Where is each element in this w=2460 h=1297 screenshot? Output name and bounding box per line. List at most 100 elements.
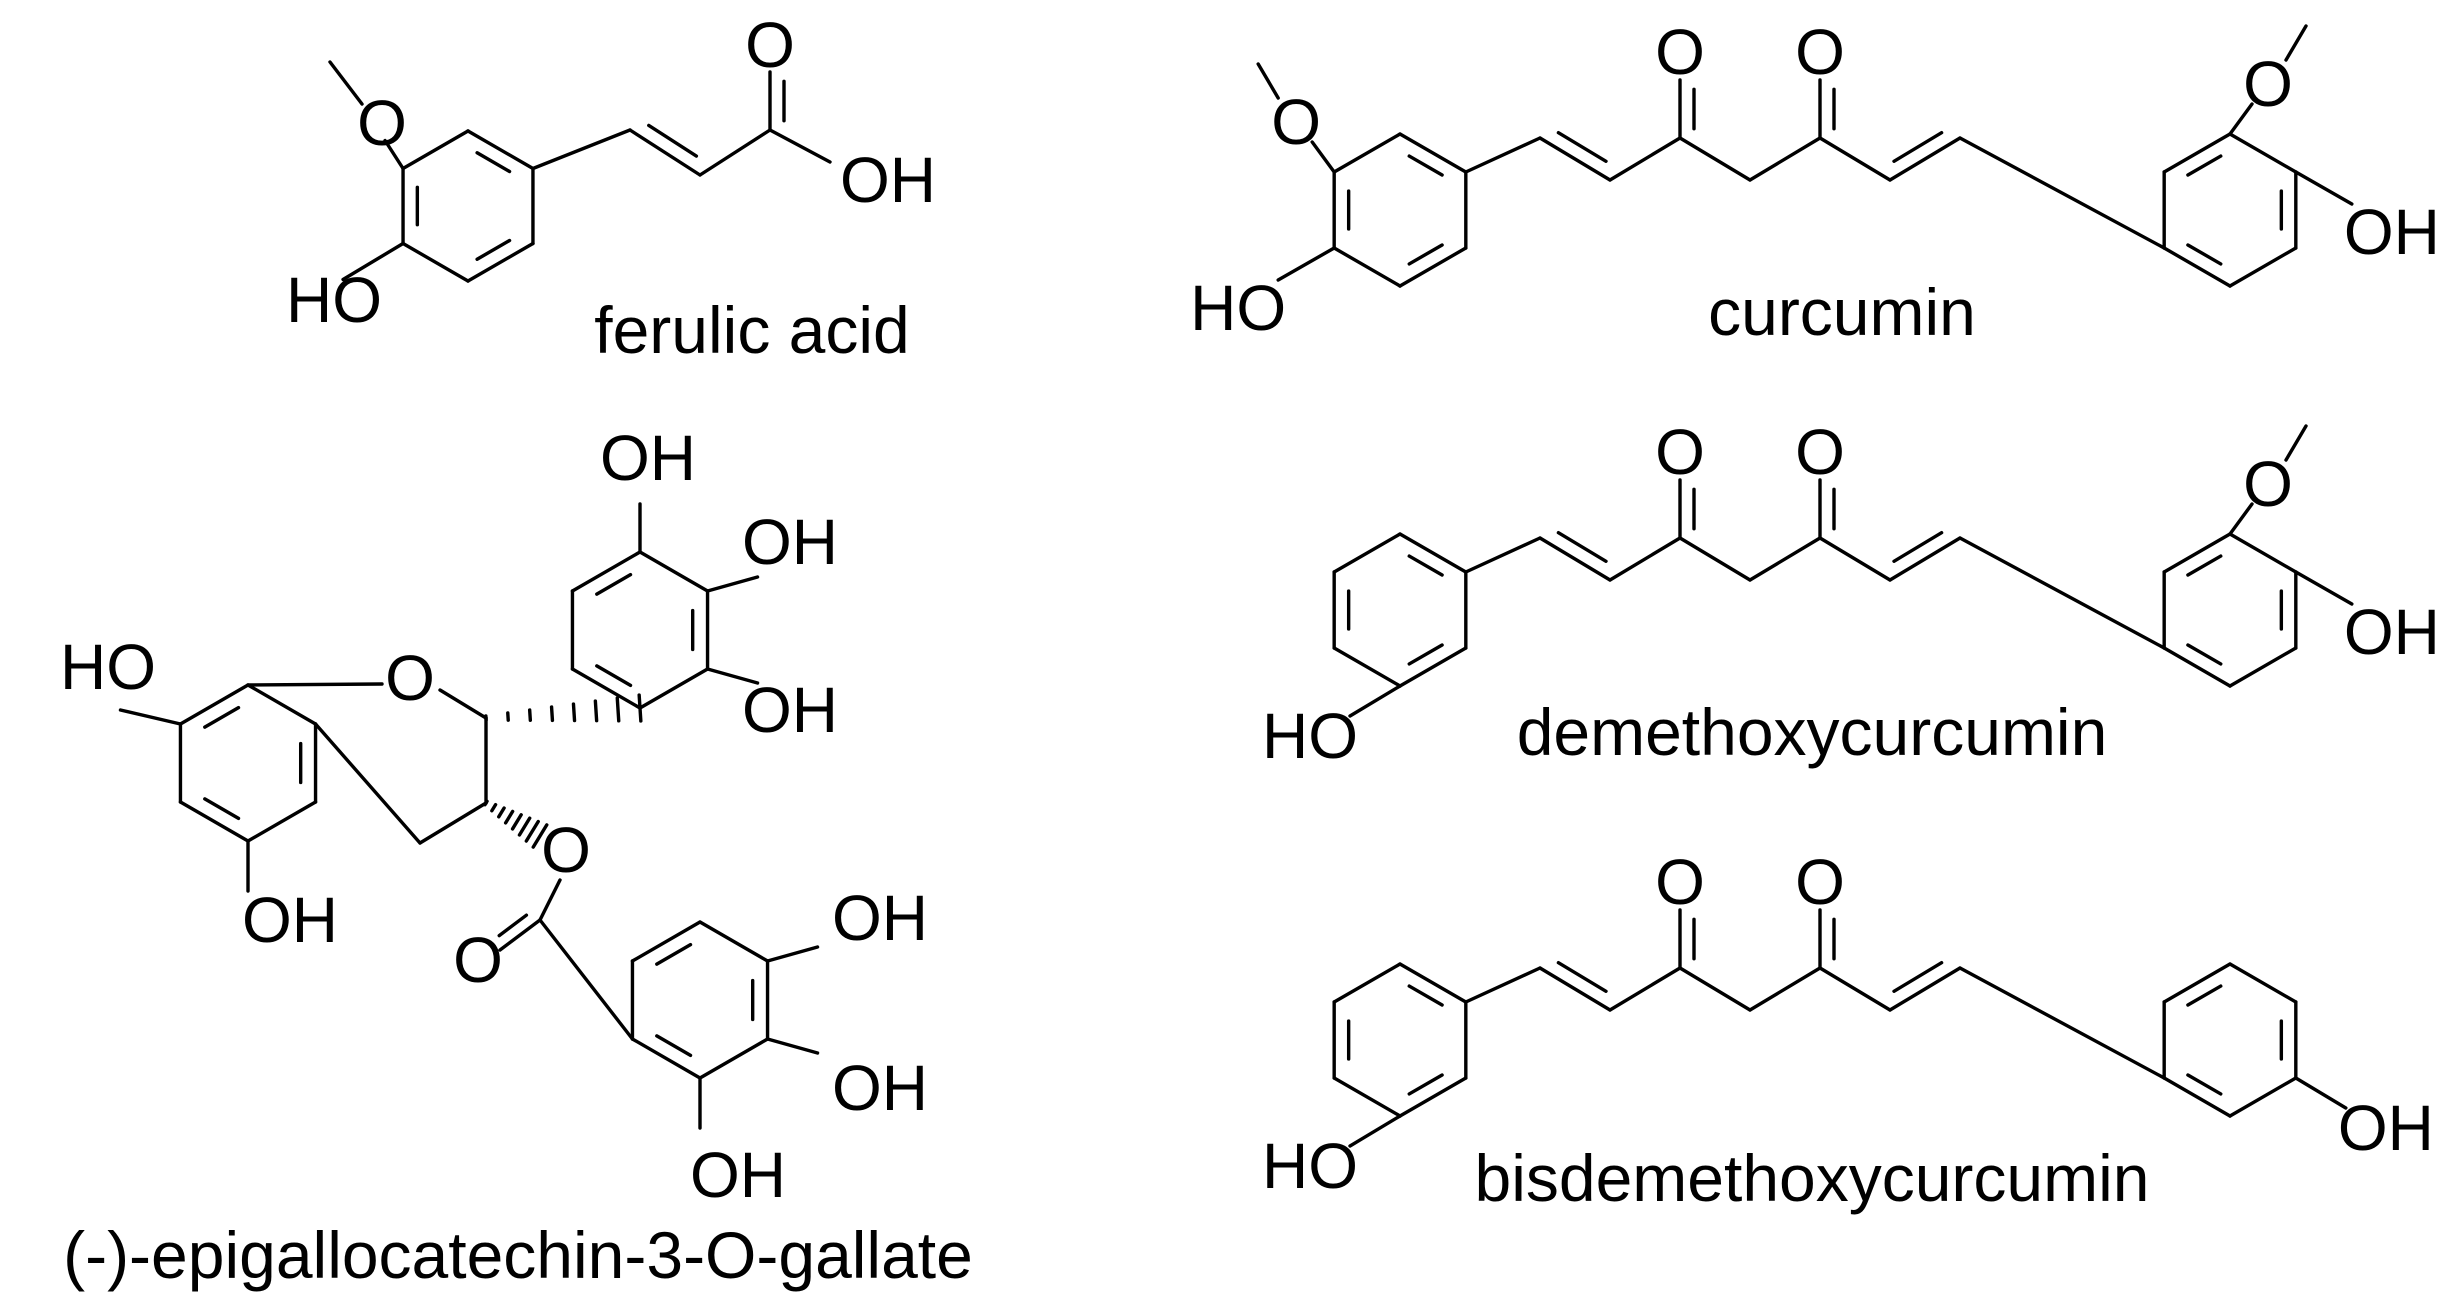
ring-bond: [1332, 1076, 1402, 1118]
bond: [698, 128, 772, 177]
atom-label-ho: HO: [1190, 272, 1286, 344]
hashed-bond-segment: [571, 702, 577, 723]
bond: [765, 1037, 820, 1055]
ring-bond: [1398, 132, 1468, 174]
bond: [1276, 246, 1336, 282]
bond: [341, 241, 405, 282]
molecule-name: bisdemethoxycurcumin: [1475, 1141, 2150, 1215]
bond: [1348, 684, 1402, 718]
atom-label-oh: OH: [242, 884, 338, 956]
bond: [1348, 1114, 1402, 1148]
atom-label-o: O: [453, 924, 503, 996]
bond: [1818, 966, 1892, 1012]
ring-inner-bond: [1407, 984, 1444, 1007]
bond: [765, 945, 820, 963]
molecule-name: ferulic acid: [594, 293, 909, 367]
molecule-egcg: HOOHOOHOHOHOOOHOHOH(-)-epigallocatechin-…: [60, 422, 973, 1292]
bond: [1958, 966, 2166, 1080]
ring-bond: [2162, 532, 2232, 574]
ring-inner-bond: [2186, 1073, 2223, 1096]
bond: [383, 138, 405, 171]
hashed-bond-segment: [527, 708, 533, 722]
ring-bond: [2228, 246, 2298, 288]
ring-inner-bond: [1407, 154, 1444, 177]
ring-inner-bond: [1407, 243, 1444, 266]
bond: [1958, 536, 2166, 650]
molecule-ferulic-acid: O HO O OH ferulic acid: [286, 9, 936, 367]
atom-label-ho: HO: [1262, 700, 1358, 772]
atom-label-o: O: [541, 814, 591, 886]
ring-bond: [1398, 246, 1468, 288]
ring-bond: [1332, 532, 1402, 574]
hashed-bond-segment: [490, 802, 498, 813]
atom-label-o: O: [1795, 416, 1845, 488]
ring-bond: [2228, 132, 2298, 174]
methyl-bond: [2284, 424, 2308, 462]
double-bond-line: [1556, 961, 1608, 993]
ring-bond: [1332, 646, 1402, 688]
atom-label-ho: HO: [286, 264, 382, 336]
atom-label-oh: OH: [600, 422, 696, 494]
bond: [1464, 966, 1542, 1004]
ring-bond: [466, 241, 535, 283]
bond: [1678, 966, 1752, 1012]
bond: [1818, 136, 1892, 182]
bond: [1818, 536, 1892, 582]
bond: [1678, 536, 1752, 582]
double-bond-line: [1556, 131, 1608, 163]
atom-label-oh: OH: [832, 882, 928, 954]
ring-inner-bond: [2186, 643, 2223, 666]
double-bond-line: [1556, 531, 1608, 563]
ring-inner-bond: [2186, 154, 2223, 177]
ring-inner-bond: [1407, 643, 1444, 666]
bond: [1608, 136, 1682, 182]
atom-label-o: O: [1655, 16, 1705, 88]
bond: [2294, 570, 2354, 606]
ring-bond: [698, 920, 770, 963]
hashed-bond-segment: [517, 816, 532, 837]
molecule-name: (-)-epigallocatechin-3-O-gallate: [63, 1218, 973, 1292]
ring-bond: [178, 800, 250, 843]
bond: [1608, 966, 1682, 1012]
atom-label-oh: OH: [2344, 596, 2440, 668]
double-bond-line: [1892, 131, 1944, 163]
bond: [1608, 536, 1682, 582]
molecule-name: demethoxycurcumin: [1517, 695, 2108, 769]
atom-label-o: O: [357, 87, 407, 159]
bond: [1538, 136, 1612, 182]
double-bond-line: [647, 123, 699, 158]
ring-bond: [1398, 962, 1468, 1004]
ring-bond: [630, 1037, 702, 1080]
bond: [538, 918, 635, 1041]
methyl-bond: [2284, 24, 2308, 62]
ring-bond: [246, 800, 318, 843]
atom-label-o: O: [745, 9, 795, 81]
bond: [1748, 136, 1822, 182]
ring-inner-bond: [475, 238, 512, 261]
ring-bond: [1398, 646, 1468, 688]
ring-bond: [1332, 962, 1402, 1004]
ring-bond: [570, 667, 642, 710]
ring-inner-bond: [475, 151, 512, 174]
bond: [705, 575, 760, 593]
bond: [1748, 536, 1822, 582]
bond: [1464, 136, 1542, 174]
atom-label-oh: OH: [840, 144, 936, 216]
atom-label-oh: OH: [2338, 1092, 2434, 1164]
ring-inner-bond: [595, 664, 633, 688]
hashed-bond-segment: [497, 806, 506, 819]
bond: [498, 918, 542, 952]
ring-inner-bond: [203, 705, 241, 729]
atom-label-o: O: [1795, 846, 1845, 918]
ring-bond: [2228, 962, 2298, 1004]
bond: [438, 688, 488, 720]
ring-bond: [246, 683, 318, 726]
hashed-bond-segment: [531, 823, 549, 849]
bond: [1538, 536, 1612, 582]
hashed-bond-segment: [637, 693, 643, 723]
bond: [118, 708, 183, 726]
ring-inner-bond: [1407, 554, 1444, 577]
